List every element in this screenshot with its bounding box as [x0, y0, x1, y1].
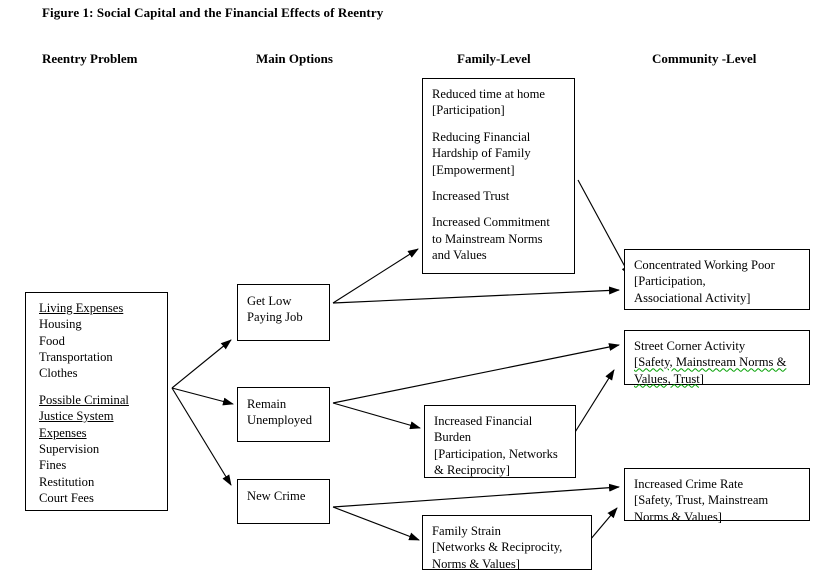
reentry-heading-criminal-justice-line-1: Possible Criminal	[39, 392, 129, 407]
arrow-job-to-working-poor	[332, 286, 620, 304]
arrow-family-strain-to-crime-rate	[589, 507, 618, 541]
option-unemployed-line-2: Unemployed	[247, 413, 313, 428]
family-outcome-4-line-1: Increased Commitment	[432, 215, 550, 230]
family-outcome-2-line-1: Reducing Financial	[432, 129, 531, 144]
box-street-corner-activity: Street Corner Activity [Safety, Mainstre…	[624, 330, 810, 386]
community-street-corner-line-3: Values, Trust]	[634, 371, 704, 386]
community-street-corner-line-1: Street Corner Activity	[634, 339, 746, 353]
community-working-poor-line-1: Concentrated Working Poor	[634, 258, 775, 272]
box-reentry-problem: Living Expenses Housing Food Transportat…	[25, 292, 168, 511]
community-street-corner-line-2: [Safety, Mainstream Norms &	[634, 355, 787, 370]
reentry-heading-criminal-justice-line-3: Expenses	[39, 425, 87, 440]
family-outcome-1-line-1: Reduced time at home	[432, 87, 545, 101]
family-outcome-spacer-3	[432, 204, 566, 214]
box-family-strain: Family Strain [Networks & Reciprocity, N…	[422, 515, 592, 571]
arrow-unemployed-to-burden	[332, 402, 421, 430]
family-outcome-3-line-1: Increased Trust	[432, 188, 510, 203]
reentry-spacer	[39, 382, 159, 392]
column-header-family-level: Family-Level	[457, 51, 531, 66]
option-job-line-1: Get Low	[247, 294, 292, 308]
option-unemployed-line-1: Remain	[247, 397, 287, 411]
family-outcome-2-line-3: [Empowerment]	[432, 162, 515, 177]
family-outcome-1-line-2: [Participation]	[432, 103, 505, 118]
arrow-new-crime-to-family-strain	[332, 506, 420, 541]
family-strain-line-1: Family Strain	[432, 524, 501, 538]
reentry-heading-criminal-justice-line-2: Justice System	[39, 409, 114, 424]
reentry-item-supervision: Supervision	[39, 441, 100, 456]
family-burden-line-2: Burden	[434, 430, 472, 445]
family-strain-line-2: [Networks & Reciprocity,	[432, 540, 563, 555]
box-get-low-paying-job: Get Low Paying Job	[237, 284, 330, 341]
column-header-reentry-problem: Reentry Problem	[42, 51, 138, 66]
family-burden-line-3: [Participation, Networks	[434, 446, 558, 461]
family-outcome-4-line-3: and Values	[432, 248, 487, 263]
box-family-job-outcomes: Reduced time at home [Participation] Red…	[422, 78, 575, 274]
community-crime-rate-line-2: [Safety, Trust, Mainstream	[634, 493, 769, 508]
community-working-poor-line-2: [Participation,	[634, 274, 706, 289]
family-outcome-4-line-2: to Mainstream Norms	[432, 231, 543, 246]
box-new-crime: New Crime	[237, 479, 330, 524]
reentry-item-restitution: Restitution	[39, 474, 95, 489]
arrow-reentry-to-job	[171, 339, 232, 389]
community-working-poor-line-3: Associational Activity]	[634, 290, 751, 305]
family-outcome-spacer-1	[432, 119, 566, 129]
box-concentrated-working-poor: Concentrated Working Poor [Participation…	[624, 249, 810, 310]
box-increased-crime-rate: Increased Crime Rate [Safety, Trust, Mai…	[624, 468, 810, 524]
column-header-community-level: Community -Level	[652, 51, 757, 66]
reentry-item-housing: Housing	[39, 317, 82, 332]
arrow-reentry-to-unemployed	[171, 387, 234, 406]
community-crime-rate-line-3: Norms & Values]	[634, 509, 722, 524]
arrow-job-to-family-outcomes	[332, 248, 419, 304]
reentry-item-food: Food	[39, 333, 65, 348]
arrow-family-outcomes-to-working-poor	[577, 179, 631, 277]
family-outcome-2-line-2: Hardship of Family	[432, 146, 531, 161]
option-new-crime-line-1: New Crime	[247, 489, 306, 503]
arrow-new-crime-to-crime-rate	[332, 483, 620, 508]
option-job-line-2: Paying Job	[247, 310, 303, 325]
reentry-item-court-fees: Court Fees	[39, 491, 94, 506]
reentry-item-fines: Fines	[39, 458, 67, 473]
family-burden-line-1: Increased Financial	[434, 414, 533, 428]
reentry-heading-living-expenses: Living Expenses	[39, 301, 124, 315]
column-header-main-options: Main Options	[256, 51, 333, 66]
box-increased-financial-burden: Increased Financial Burden [Participatio…	[424, 405, 576, 478]
reentry-item-transportation: Transportation	[39, 350, 113, 365]
family-burden-line-4: & Reciprocity]	[434, 463, 510, 478]
arrow-unemployed-to-street-corner	[332, 343, 620, 404]
family-strain-line-3: Norms & Values]	[432, 556, 520, 571]
reentry-item-clothes: Clothes	[39, 366, 78, 381]
arrow-reentry-to-new-crime	[171, 387, 232, 486]
box-remain-unemployed: Remain Unemployed	[237, 387, 330, 442]
family-outcome-spacer-2	[432, 178, 566, 188]
community-crime-rate-line-1: Increased Crime Rate	[634, 477, 744, 491]
arrow-burden-to-street-corner	[571, 369, 615, 438]
figure-title: Figure 1: Social Capital and the Financi…	[42, 5, 384, 20]
